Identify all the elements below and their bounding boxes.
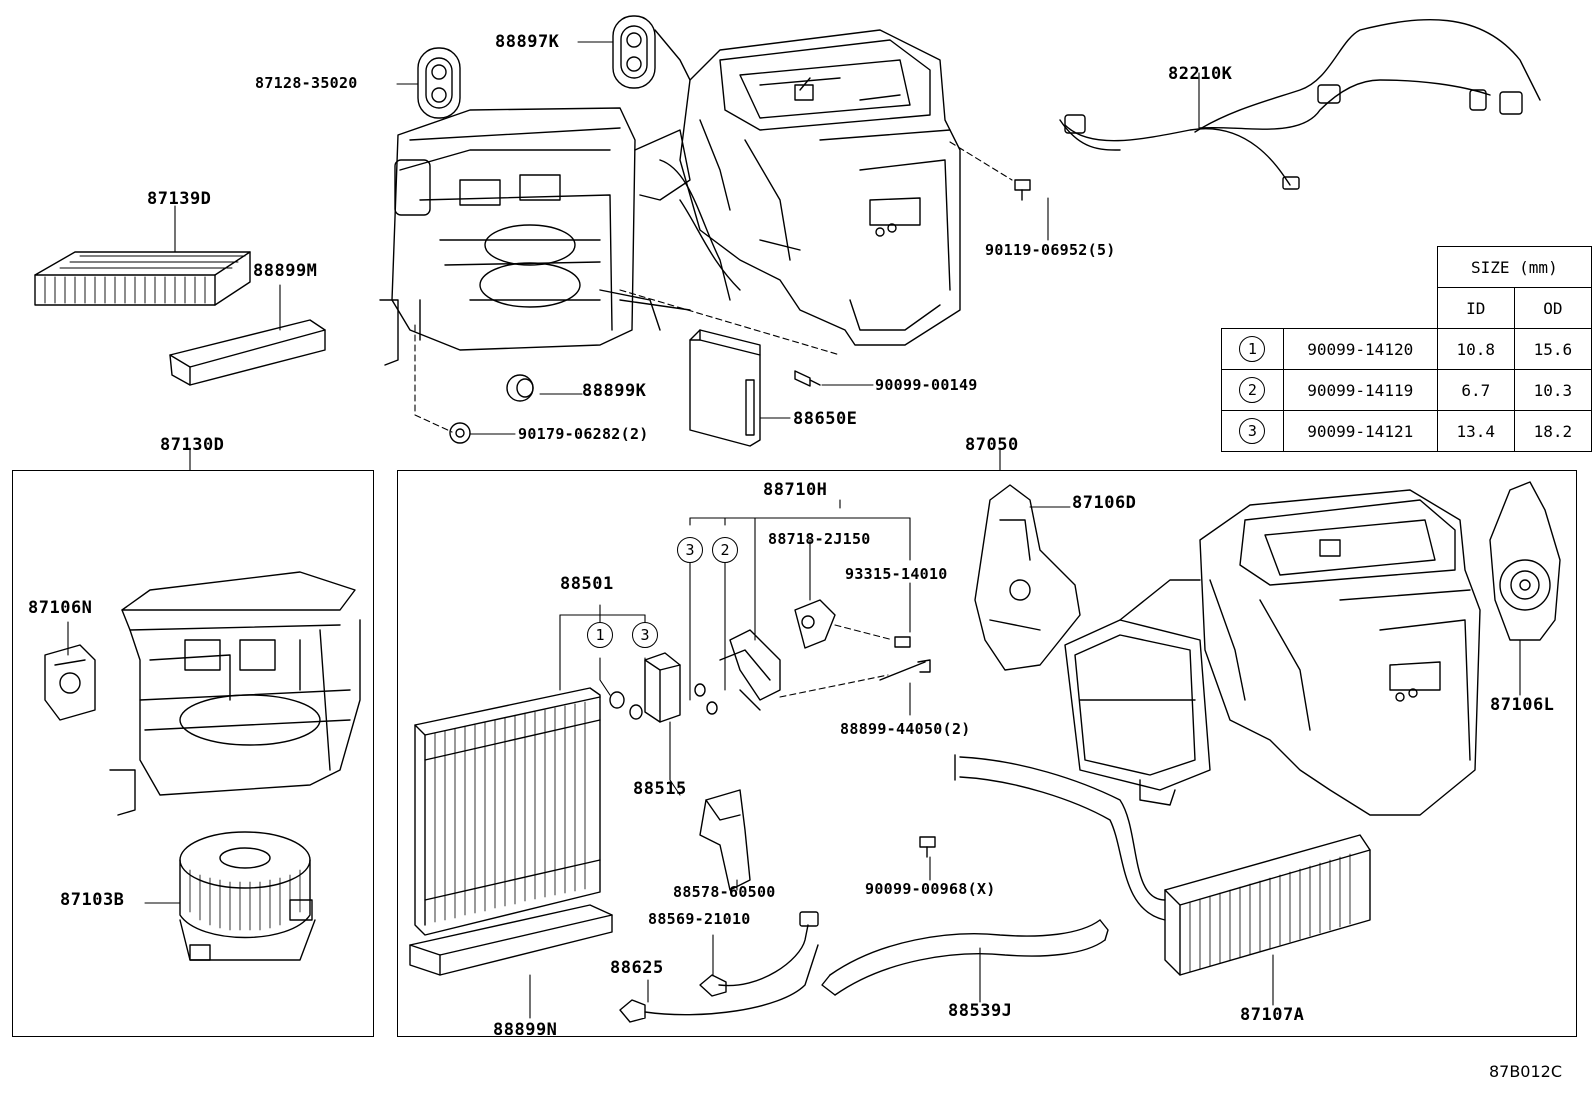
circle-ref-2: 2 (1239, 377, 1266, 403)
callout-88501[interactable]: 88501 (560, 574, 614, 594)
circle-ref-1: 1 (1239, 336, 1266, 362)
od-value: 10.3 (1513, 369, 1592, 411)
sensor-88625-illustration (619, 944, 819, 1023)
callout-90179-06282[interactable]: 90179-06282(2) (518, 425, 649, 443)
callout-93315-14010[interactable]: 93315-14010 (845, 565, 948, 583)
part-number[interactable]: 90099-14120 (1282, 328, 1438, 370)
circle-ref-3-88501: 3 (632, 622, 658, 648)
callout-87128-35020[interactable]: 87128-35020 (255, 74, 358, 92)
callout-87106N[interactable]: 87106N (28, 598, 93, 618)
od-value: 18.2 (1513, 410, 1592, 452)
callout-88539J[interactable]: 88539J (948, 1001, 1013, 1021)
nut-90179-illustration (449, 422, 471, 444)
filter-cover-88899M-illustration (169, 319, 326, 386)
callout-88897K[interactable]: 88897K (495, 32, 560, 52)
grommet-88899K-illustration (506, 374, 534, 402)
callout-88578-60500[interactable]: 88578-60500 (673, 883, 776, 901)
o-ring-size-table: SIZE (mm) ID OD 1 90099-14120 10.8 15.6 … (1221, 246, 1592, 452)
blower-motor-87103B-illustration (179, 831, 316, 961)
bolts-illustration (879, 636, 936, 858)
cabin-filter-illustration (34, 251, 251, 306)
callout-87107A[interactable]: 87107A (1240, 1005, 1305, 1025)
screw-90119-illustration (1014, 179, 1031, 201)
callout-88569-21010[interactable]: 88569-21010 (648, 910, 751, 928)
blower-assembly-87130D-illustration (109, 571, 361, 816)
diagram-code: 87B012C (1488, 1062, 1562, 1081)
table-row: 2 90099-14119 6.7 10.3 (1221, 369, 1592, 411)
cooler-pipes-illustration (719, 599, 836, 711)
grommet-88897K-illustration (612, 15, 656, 89)
id-value: 6.7 (1436, 369, 1515, 411)
evaporator-88501-illustration (414, 687, 601, 936)
actuator-87106D-illustration (974, 484, 1081, 671)
group-box-87050 (397, 470, 1577, 1037)
grommet-87128-illustration (417, 47, 461, 119)
wire-harness-82210K-illustration (1059, 19, 1541, 190)
callout-88650E[interactable]: 88650E (793, 409, 858, 429)
callout-87139D[interactable]: 87139D (147, 189, 212, 209)
callout-90099-00968[interactable]: 90099-00968(X) (865, 880, 996, 898)
o-rings-illustration (609, 683, 718, 720)
heater-core-87107A-illustration (954, 754, 1371, 976)
ecu-88650E-illustration (689, 329, 761, 447)
od-value: 15.6 (1513, 328, 1592, 370)
circle-ref-1-88501: 1 (587, 622, 613, 648)
holder-88899N-illustration (409, 904, 613, 976)
callout-88515[interactable]: 88515 (633, 779, 687, 799)
expansion-valve-88515-illustration (644, 652, 681, 723)
callout-88718-2J150[interactable]: 88718-2J150 (768, 530, 871, 548)
circle-ref-3: 3 (1239, 418, 1266, 444)
callout-87106L[interactable]: 87106L (1490, 695, 1555, 715)
table-row: 1 90099-14120 10.8 15.6 (1221, 328, 1592, 370)
screw-90099-00149-illustration (794, 370, 821, 387)
table-row: 3 90099-14121 13.4 18.2 (1221, 410, 1592, 452)
callout-90119-06952[interactable]: 90119-06952(5) (985, 241, 1116, 259)
callout-87106D[interactable]: 87106D (1072, 493, 1137, 513)
size-header: SIZE (mm) (1436, 246, 1592, 288)
callout-88625[interactable]: 88625 (610, 958, 664, 978)
clip-88578-illustration (699, 789, 751, 891)
callout-82210K[interactable]: 82210K (1168, 64, 1233, 84)
hvac-case-87050-illustration (1064, 489, 1481, 816)
sensor-88569-illustration (699, 911, 819, 997)
col-id-header: ID (1436, 287, 1515, 329)
callout-90099-00149[interactable]: 90099-00149 (875, 376, 978, 394)
circle-ref-2-88710H: 2 (712, 537, 738, 563)
actuator-87106L-illustration (1489, 481, 1561, 641)
callout-88899M[interactable]: 88899M (253, 261, 318, 281)
circle-ref-3-88710H: 3 (677, 537, 703, 563)
callout-87130D[interactable]: 87130D (160, 435, 225, 455)
hose-88539J-illustration (821, 919, 1109, 996)
hvac-assembly-top-illustration (379, 29, 961, 366)
callout-88899-44050[interactable]: 88899-44050(2) (840, 720, 971, 738)
group-box-87130D (12, 470, 374, 1037)
col-od-header: OD (1513, 287, 1592, 329)
id-value: 13.4 (1436, 410, 1515, 452)
callout-88899K[interactable]: 88899K (582, 381, 647, 401)
callout-88710H[interactable]: 88710H (763, 480, 828, 500)
id-value: 10.8 (1436, 328, 1515, 370)
callout-87050[interactable]: 87050 (965, 435, 1019, 455)
callout-87103B[interactable]: 87103B (60, 890, 125, 910)
part-number[interactable]: 90099-14121 (1282, 410, 1438, 452)
part-number[interactable]: 90099-14119 (1282, 369, 1438, 411)
actuator-87106N-illustration (44, 644, 96, 721)
callout-88899N[interactable]: 88899N (493, 1020, 558, 1040)
